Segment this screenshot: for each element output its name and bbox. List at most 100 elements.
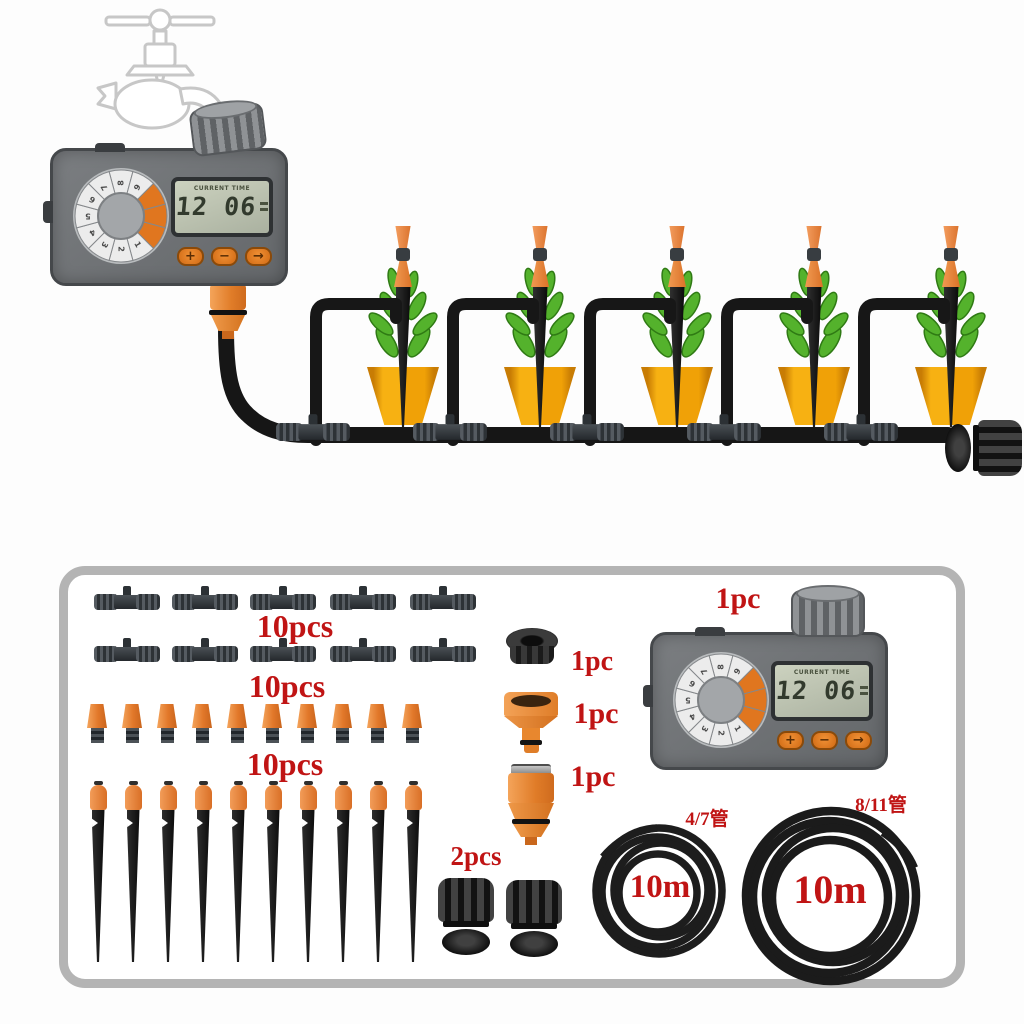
- mist-nozzle-item: [191, 704, 213, 743]
- mist-nozzle-item: [366, 704, 388, 743]
- mist-nozzle-item: [86, 704, 108, 743]
- svg-text:7: 7: [699, 667, 710, 676]
- display-label: CURRENT TIME: [193, 185, 251, 192]
- minus-button: −: [211, 247, 238, 266]
- next-button: →: [245, 247, 272, 266]
- end-plugs-qty-label: 2pcs: [450, 841, 502, 871]
- drip-stake-with-mist-nozzle: [392, 226, 414, 427]
- tap-adapter-qty-label: 1pc: [573, 697, 619, 730]
- tube-coil-8-11: [741, 806, 921, 986]
- drip-stake-item: [193, 781, 213, 971]
- mist-nozzle-item: [296, 704, 318, 743]
- svg-text:4: 4: [687, 711, 697, 722]
- svg-text:2: 2: [717, 730, 726, 736]
- mist-nozzle-item: [401, 704, 423, 743]
- timer-side-tab: [643, 685, 653, 707]
- svg-text:5: 5: [85, 212, 91, 221]
- svg-text:6: 6: [87, 194, 97, 205]
- washer-qty-label: 1pc: [571, 646, 613, 677]
- drip-stake-item: [333, 781, 353, 971]
- tee-connector-item: [410, 586, 476, 610]
- mist-nozzle-item: [226, 704, 248, 743]
- rubber-washer-item: [506, 628, 558, 664]
- tap-adapter-item: [503, 692, 559, 753]
- main-line-end-plug: [938, 418, 1022, 478]
- svg-text:1: 1: [732, 724, 743, 734]
- display-am-pm-marks: [260, 199, 269, 214]
- timer-qty-label: 1pc: [715, 582, 761, 615]
- tee-connector-item: [330, 638, 396, 662]
- tee-connector-item: [94, 638, 160, 662]
- tee-connector-item: [94, 586, 160, 610]
- tube-coil-4-7: [592, 824, 726, 958]
- tee-connector-item: [172, 586, 238, 610]
- drip-stake-with-mist-nozzle: [666, 226, 688, 427]
- display-am-pm-marks: [860, 683, 869, 698]
- timer-swivel-cap: [791, 585, 865, 637]
- mist-nozzle-item: [121, 704, 143, 743]
- mist-nozzle-item: [156, 704, 178, 743]
- timer-top-button: [695, 627, 725, 636]
- drip-stake-item: [228, 781, 248, 971]
- stakes-qty-label: 10pcs: [246, 746, 324, 782]
- minus-button: −: [811, 731, 838, 750]
- tee-connector: [687, 414, 761, 441]
- svg-text:6: 6: [687, 678, 697, 689]
- small-tube-size-label: 4/7管: [685, 809, 729, 830]
- plus-button: +: [177, 247, 204, 266]
- end-plug-item: [436, 878, 496, 962]
- display-label: CURRENT TIME: [793, 669, 851, 676]
- svg-text:3: 3: [99, 240, 110, 249]
- tee-connector-item: [250, 586, 316, 610]
- plus-button: +: [777, 731, 804, 750]
- drip-stake-item: [298, 781, 318, 971]
- drip-stake-with-mist-nozzle: [803, 226, 825, 427]
- svg-text:2: 2: [117, 246, 126, 252]
- drip-stake-item: [368, 781, 388, 971]
- tee-connector-item: [172, 638, 238, 662]
- display-time: 12 06: [175, 192, 258, 221]
- timer-display: CURRENT TIME 12 06: [171, 177, 273, 237]
- tee-connector: [276, 414, 350, 441]
- svg-text:9: 9: [132, 182, 143, 192]
- timer-display: CURRENT TIME 12 06: [771, 661, 873, 721]
- drip-stake-item: [88, 781, 108, 971]
- mist-nozzle-item: [331, 704, 353, 743]
- timer-side-tab: [43, 201, 53, 223]
- svg-text:4: 4: [87, 227, 97, 238]
- drip-stake-with-mist-nozzle: [940, 226, 962, 427]
- tee-connector: [550, 414, 624, 441]
- timer-outlet-connector: [206, 284, 250, 339]
- drip-stake-item: [403, 781, 423, 971]
- svg-text:3: 3: [699, 724, 710, 733]
- svg-text:5: 5: [685, 696, 691, 705]
- svg-text:8: 8: [117, 180, 126, 186]
- svg-text:8: 8: [717, 664, 726, 670]
- drip-stake-with-mist-nozzle: [529, 226, 551, 427]
- end-plug-item: [504, 880, 564, 964]
- timer-top-button: [95, 143, 125, 152]
- tees-qty-label: 10pcs: [256, 608, 334, 644]
- mist-nozzle-item: [261, 704, 283, 743]
- drip-stake-item: [263, 781, 283, 971]
- big-tube-length-label: 10m: [793, 867, 867, 912]
- quick-connector-item: [507, 764, 555, 845]
- drip-stake-item: [123, 781, 143, 971]
- timer-swivel-cap: [188, 101, 268, 158]
- big-tube-size-label: 8/11管: [855, 795, 907, 816]
- tee-connector: [824, 414, 898, 441]
- svg-text:9: 9: [732, 666, 743, 676]
- small-tube-length-label: 10m: [629, 869, 691, 905]
- tee-connector-item: [330, 586, 396, 610]
- tee-connector: [413, 414, 487, 441]
- tee-connector-item: [250, 638, 316, 662]
- svg-text:1: 1: [132, 240, 143, 250]
- next-button: →: [845, 731, 872, 750]
- svg-text:7: 7: [99, 183, 110, 192]
- drip-stake-item: [158, 781, 178, 971]
